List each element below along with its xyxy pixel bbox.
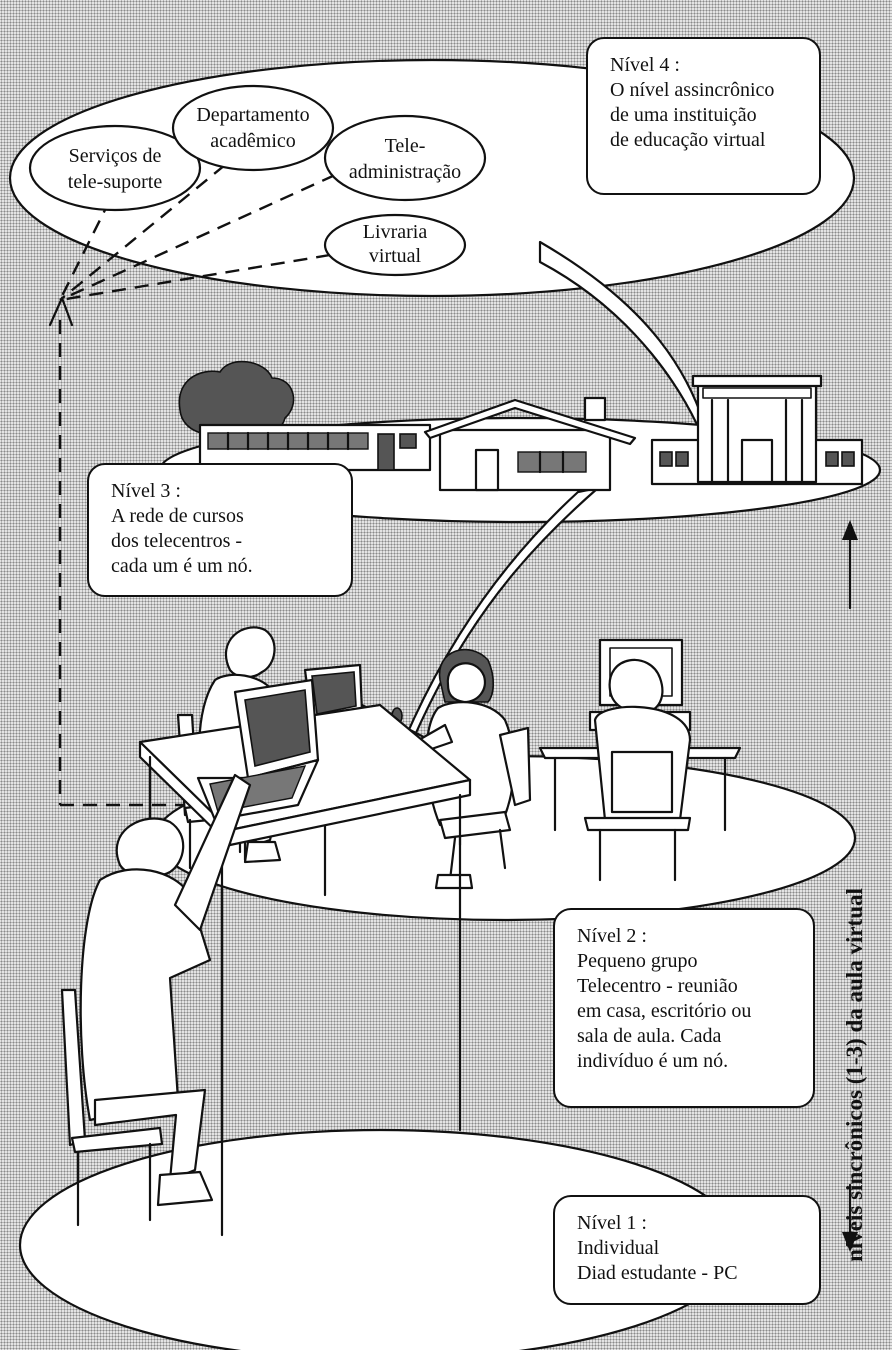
level3-line-2: dos telecentros - [111, 529, 335, 554]
level3-title: Nível 3 : [111, 479, 335, 504]
unit-label-line1: Serviços de [69, 145, 162, 167]
level3-line-3: cada um é um nó. [111, 554, 335, 579]
level4-title: Nível 4 : [610, 53, 803, 78]
level1-box: Nível 1 : Individual Diad estudante - PC [553, 1195, 821, 1305]
unit-label-line1: Tele- [385, 135, 426, 157]
side-label-synchronous-levels: níveis sincrônicos (1-3) da aula virtual [842, 888, 868, 1262]
level4-line-3: de educação virtual [610, 128, 803, 153]
level2-line-2: Telecentro - reunião [577, 974, 797, 999]
unit-label-line2: virtual [369, 245, 422, 267]
unit-departamento-academico: Departamento acadêmico [173, 86, 333, 170]
unit-label-line2: administração [349, 161, 461, 183]
level4-line-1: O nível assincrônico [610, 78, 803, 103]
level4-line-2: de uma instituição [610, 103, 803, 128]
unit-label-line1: Livraria [363, 221, 428, 243]
level2-line-4: sala de aula. Cada [577, 1024, 797, 1049]
unit-tele-administracao: Tele- administração [325, 116, 485, 200]
unit-livraria-virtual: Livraria virtual [325, 215, 465, 275]
level2-line-5: indivíduo é um nó. [577, 1049, 797, 1074]
level1-title: Nível 1 : [577, 1211, 803, 1236]
level3-box: Nível 3 : A rede de cursos dos telecentr… [87, 463, 353, 597]
level2-box: Nível 2 : Pequeno grupo Telecentro - reu… [553, 908, 815, 1108]
unit-label-line1: Departamento [196, 104, 309, 126]
level2-title: Nível 2 : [577, 924, 797, 949]
level3-line-1: A rede de cursos [111, 504, 335, 529]
level2-line-1: Pequeno grupo [577, 949, 797, 974]
level4-box: Nível 4 : O nível assincrônico de uma in… [586, 37, 821, 195]
level1-line-1: Individual [577, 1236, 803, 1261]
level1-line-2: Diad estudante - PC [577, 1261, 803, 1286]
level2-line-3: em casa, escritório ou [577, 999, 797, 1024]
building-center-house [425, 398, 635, 490]
unit-label-line2: tele-suporte [68, 171, 163, 193]
unit-label-line2: acadêmico [210, 130, 296, 152]
